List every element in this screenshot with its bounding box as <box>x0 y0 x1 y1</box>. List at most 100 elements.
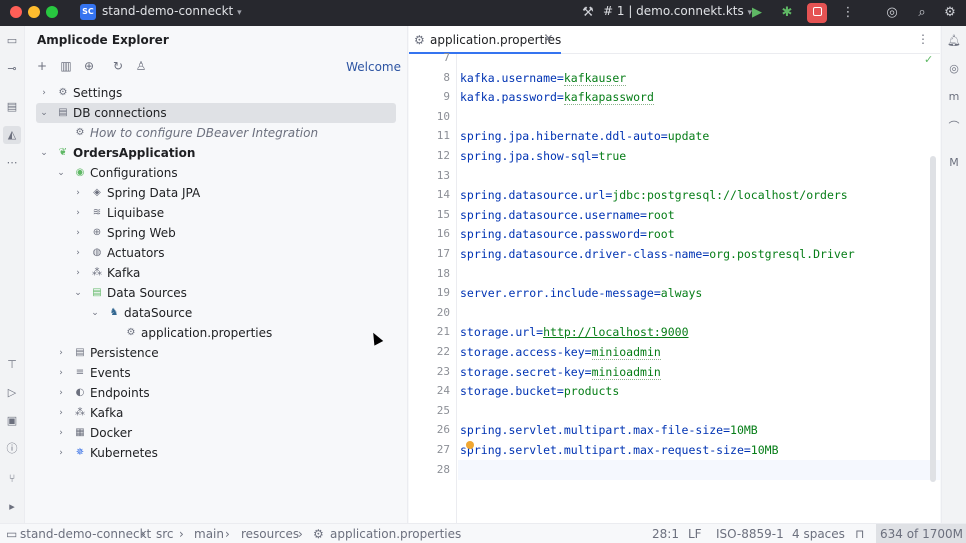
breadcrumb-project[interactable]: stand-demo-conneckt <box>20 527 152 541</box>
services-icon[interactable]: ▷ <box>7 386 17 399</box>
tree-item-data-sources[interactable]: ⌄ ▤ Data Sources <box>26 283 398 303</box>
code-line[interactable]: spring.datasource.password=root <box>460 224 675 244</box>
tree-item-settings[interactable]: › ⚙ Settings <box>26 83 398 103</box>
tree-item-spring-data-jpa[interactable]: › ◈ Spring Data JPA <box>26 183 398 203</box>
debug-icon[interactable]: ✱ <box>781 5 793 20</box>
right-tool-strip: 🔔︎ ◎ m ⌒ M <box>941 26 966 523</box>
settings-icon[interactable]: ⚙ <box>944 5 956 20</box>
tree-item-persistence[interactable]: › ▤ Persistence <box>26 343 398 363</box>
code-line[interactable]: storage.bucket=products <box>460 381 619 401</box>
code-line[interactable]: spring.jpa.show-sql=true <box>460 146 626 166</box>
more-icon[interactable]: ⋮ <box>917 32 929 46</box>
project-name: stand-demo-conneckt <box>102 4 234 18</box>
stats-icon[interactable]: ▥ <box>60 59 72 73</box>
line-number: 13 <box>436 168 450 182</box>
globe-icon[interactable]: ⊕ <box>83 59 95 73</box>
tree-item-kafka-config[interactable]: › ⁂ Kafka <box>26 263 398 283</box>
property-key: spring.datasource.url= <box>460 188 613 203</box>
memory-indicator[interactable]: 634 of 1700M <box>876 524 966 543</box>
run-icon[interactable]: ▶ <box>752 5 762 20</box>
code-line[interactable]: spring.jpa.hibernate.ddl-auto=update <box>460 126 709 146</box>
caret-position[interactable]: 28:1 <box>652 527 679 541</box>
lock-icon[interactable]: ⊓ <box>855 527 865 541</box>
tree-item-liquibase[interactable]: › ≋ Liquibase <box>26 203 398 223</box>
run-dashboard-icon[interactable]: ▸ <box>9 500 15 513</box>
tree-item-spring-web[interactable]: › ⊕ Spring Web <box>26 223 398 243</box>
build-icon[interactable]: ⊤ <box>7 358 17 371</box>
code-line[interactable]: storage.access-key=minioadmin <box>460 342 661 362</box>
property-key: kafka.username= <box>460 70 564 85</box>
tree-item-configurations[interactable]: ⌄ ◉ Configurations <box>26 163 398 183</box>
property-key: spring.jpa.show-sql= <box>460 149 599 163</box>
structure-icon[interactable]: ▤ <box>6 100 18 113</box>
tree-item-application-properties[interactable]: ⚙ application.properties <box>26 323 398 343</box>
more-tools-icon[interactable]: ⋯ <box>6 156 18 169</box>
maven-icon[interactable]: M <box>949 156 959 169</box>
line-number: 22 <box>436 345 450 358</box>
search-icon[interactable]: ⌕ <box>918 5 926 20</box>
tree-item-datasource[interactable]: ⌄ ♞ dataSource <box>26 303 398 323</box>
markdown-icon[interactable]: m <box>948 90 960 103</box>
problems-icon[interactable]: ⓘ <box>6 442 18 455</box>
code-line[interactable]: server.error.include-message=always <box>460 283 702 303</box>
file-encoding[interactable]: ISO-8859-1 <box>716 527 784 541</box>
line-number: 21 <box>436 325 450 339</box>
breadcrumb-resources[interactable]: resources <box>241 527 300 541</box>
code-line[interactable]: spring.servlet.multipart.max-request-siz… <box>460 440 779 460</box>
tree-item-kubernetes[interactable]: › ✵ Kubernetes <box>26 443 398 463</box>
tree-item-db-connections[interactable]: ⌄ ▤ DB connections <box>36 103 396 123</box>
refresh-icon[interactable]: ↻ <box>112 59 124 73</box>
breadcrumb-main[interactable]: main <box>194 527 224 541</box>
hammer-icon[interactable]: ⚒ <box>582 5 594 20</box>
property-key: spring.datasource.username= <box>460 207 647 222</box>
commit-icon[interactable]: ⊸ <box>7 62 17 75</box>
maximize-window-button[interactable] <box>46 6 58 18</box>
database-tool-icon[interactable]: ⌒ <box>948 120 960 133</box>
breadcrumb-src[interactable]: src <box>156 527 174 541</box>
user-icon[interactable]: ♙ <box>135 59 147 73</box>
code-line[interactable]: storage.url=http://localhost:9000 <box>460 322 689 342</box>
welcome-link[interactable]: Welcome <box>346 60 401 74</box>
tree-item-actuators[interactable]: › ◍ Actuators <box>26 243 398 263</box>
code-line[interactable]: kafka.password=kafkapassword <box>460 87 654 107</box>
tree-item-label: Endpoints <box>90 386 150 400</box>
vertical-scrollbar[interactable] <box>930 156 936 482</box>
properties-icon: ⚙ <box>313 527 324 541</box>
tree-item-docker[interactable]: › ▦ Docker <box>26 423 398 443</box>
ai-assistant-icon[interactable]: ◎ <box>886 5 898 20</box>
breadcrumb-file[interactable]: application.properties <box>330 527 462 541</box>
add-icon[interactable]: + <box>36 59 48 73</box>
close-icon[interactable]: ✕ <box>544 32 554 45</box>
code-line[interactable]: storage.secret-key=minioadmin <box>460 362 661 382</box>
line-number: 10 <box>436 109 450 123</box>
stop-button[interactable] <box>807 3 827 23</box>
code-line[interactable]: spring.datasource.driver-class-name=org.… <box>460 244 855 264</box>
tree-item-dbeaver-help[interactable]: ⚙ How to configure DBeaver Integration <box>26 123 398 143</box>
close-window-button[interactable] <box>10 6 22 18</box>
notifications-icon[interactable]: 🔔︎ <box>947 34 961 47</box>
indent-setting[interactable]: 4 spaces <box>792 527 845 541</box>
git-icon[interactable]: ⑂ <box>8 472 16 485</box>
folder-icon[interactable]: ▭ <box>6 34 18 47</box>
code-line[interactable]: spring.servlet.multipart.max-file-size=1… <box>460 420 758 440</box>
tab-application-properties[interactable]: ⚙ application.properties ✕ <box>409 26 561 54</box>
property-value: root <box>646 227 675 242</box>
code-line[interactable]: kafka.username=kafkauser <box>460 68 627 88</box>
code-line[interactable]: spring.datasource.username=root <box>460 205 675 225</box>
tree-item-label: Docker <box>90 426 133 440</box>
minimize-window-button[interactable] <box>28 6 40 18</box>
line-separator[interactable]: LF <box>688 527 702 541</box>
bulb-icon[interactable] <box>466 441 474 449</box>
tree-item-kafka[interactable]: › ⁂ Kafka <box>26 403 398 423</box>
tree-item-orders-application[interactable]: ⌄ ❦ OrdersApplication <box>26 143 398 163</box>
terminal-icon[interactable]: ▣ <box>6 414 18 427</box>
more-icon[interactable]: ⋮ <box>841 5 855 20</box>
run-config-selector[interactable]: # 1 | demo.connekt.kts ▾ <box>603 4 752 18</box>
tree-item-endpoints[interactable]: › ◐ Endpoints <box>26 383 398 403</box>
tree-item-events[interactable]: › ≡ Events <box>26 363 398 383</box>
amplicode-icon[interactable]: ◭ <box>3 126 21 144</box>
ai-chat-icon[interactable]: ◎ <box>949 62 959 75</box>
project-selector[interactable]: stand-demo-conneckt ▾ <box>102 4 242 18</box>
project-badge[interactable]: SC <box>80 4 96 20</box>
code-line[interactable]: spring.datasource.url=jdbc:postgresql://… <box>460 185 848 205</box>
